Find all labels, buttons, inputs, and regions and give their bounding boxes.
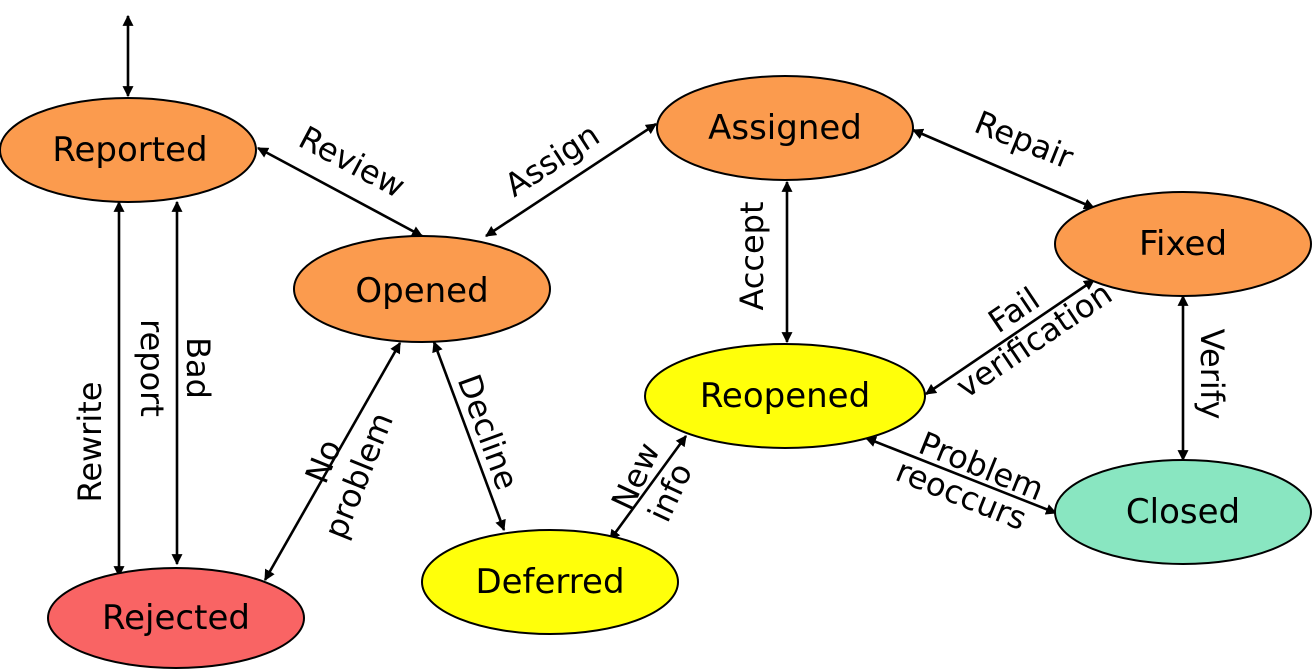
- label-decline: Decline: [450, 369, 527, 494]
- state-assigned-label: Assigned: [708, 108, 862, 148]
- state-rejected-label: Rejected: [102, 598, 250, 638]
- label-repair: Repair: [969, 103, 1079, 177]
- edges: [113, 14, 1189, 581]
- state-fixed-label: Fixed: [1139, 224, 1227, 264]
- state-deferred-label: Deferred: [475, 562, 624, 602]
- state-reported-label: Reported: [52, 130, 207, 170]
- label-accept: Accept: [733, 201, 771, 310]
- state-reopened: Reopened: [644, 343, 926, 449]
- edge-reopened-closed-problem-reoccurs: [864, 436, 1058, 515]
- state-opened-shape: [293, 235, 551, 343]
- label-bad-report: Bad report: [133, 319, 217, 417]
- state-fixed-shape: [1054, 191, 1312, 297]
- state-assigned: Assigned: [656, 75, 914, 181]
- state-fixed: Fixed: [1054, 191, 1312, 297]
- edge-opened-rejected-no-problem: [263, 342, 402, 581]
- label-problem-reoccurs: Problem reoccurs: [891, 424, 1050, 538]
- state-deferred: Deferred: [421, 529, 679, 635]
- state-rejected: Rejected: [47, 567, 305, 669]
- state-reopened-label: Reopened: [700, 376, 870, 416]
- state-reported: Reported: [0, 97, 257, 203]
- state-reported-shape: [0, 97, 257, 203]
- state-closed: Closed: [1054, 459, 1312, 565]
- label-bad-report-line2: report: [133, 319, 171, 417]
- label-verify: Verify: [1193, 329, 1231, 420]
- edge-deferred-reopened-new-info: [608, 435, 688, 541]
- state-opened-label: Opened: [355, 271, 488, 311]
- state-opened: Opened: [293, 235, 551, 343]
- state-closed-label: Closed: [1126, 492, 1240, 532]
- state-closed-shape: [1054, 459, 1312, 565]
- edge-fixed-reopened-fail-verification: [925, 278, 1095, 396]
- edge-assigned-fixed-repair: [911, 128, 1096, 210]
- state-deferred-shape: [421, 529, 679, 635]
- label-review: Review: [293, 118, 412, 205]
- state-reopened-shape: [644, 343, 926, 449]
- label-rewrite: Rewrite: [71, 382, 109, 503]
- label-new-info: New info: [604, 437, 700, 528]
- edge-opened-assigned-assign: [485, 122, 657, 238]
- edge-opened-deferred-decline: [432, 340, 506, 532]
- label-bad-report-line1: Bad: [179, 337, 217, 399]
- state-assigned-shape: [656, 75, 914, 181]
- edge-reported-opened-review: [257, 146, 423, 238]
- state-rejected-shape: [47, 567, 305, 669]
